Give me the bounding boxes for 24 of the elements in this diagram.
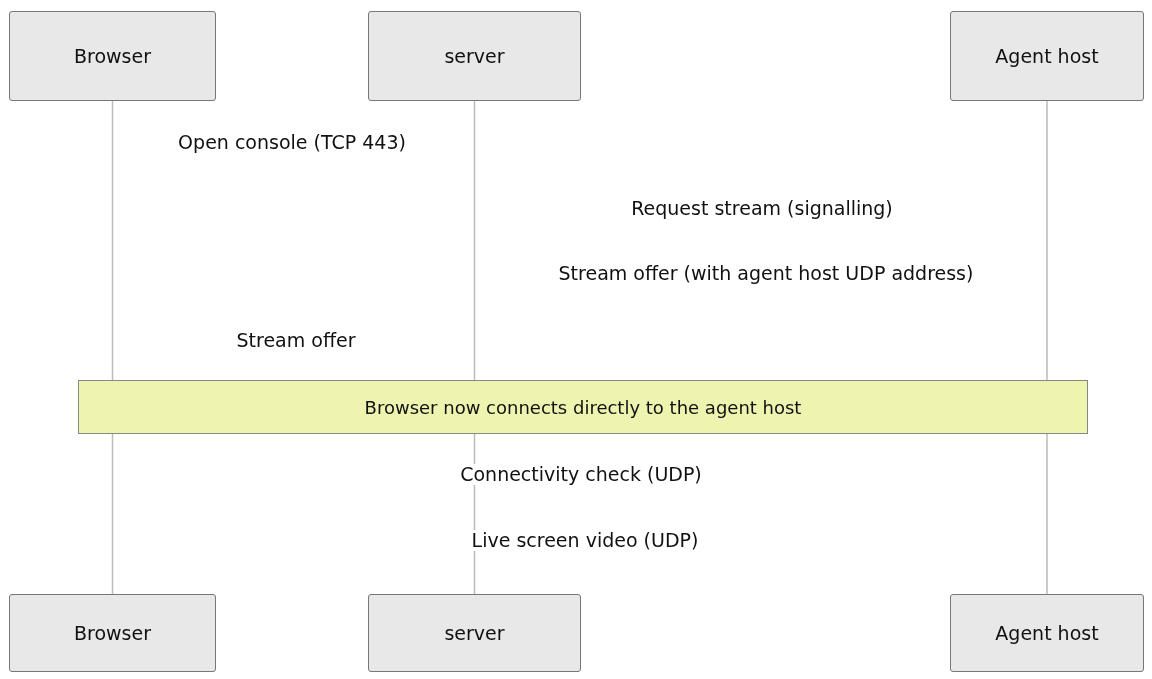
participant-name: server [444,622,505,644]
participant-box [9,11,216,101]
participant-name: Browser [74,622,151,644]
message-label: Connectivity check (UDP) [460,464,702,485]
note-text: Browser now connects directly to the agent host [364,396,802,418]
participant-box [950,594,1144,672]
lifeline [111,433,114,595]
note-box [78,380,1088,434]
participant-name: Browser [74,45,151,67]
message-label: Live screen video (UDP) [471,530,699,551]
lifeline [1046,433,1048,595]
participant-box [368,594,581,672]
participant-box [9,594,216,672]
lifeline [111,100,114,381]
participant-name: Agent host [995,45,1099,67]
lifeline [473,100,476,381]
participant-box [368,11,581,101]
message-label: Stream offer (with agent host UDP address) [558,263,974,284]
lifeline [1046,100,1048,381]
message-label: Open console (TCP 443) [178,132,406,153]
message-label: Request stream (signalling) [631,198,893,219]
participant-name: Agent host [995,622,1099,644]
participant-box [950,11,1144,101]
participant-name: server [444,45,505,67]
